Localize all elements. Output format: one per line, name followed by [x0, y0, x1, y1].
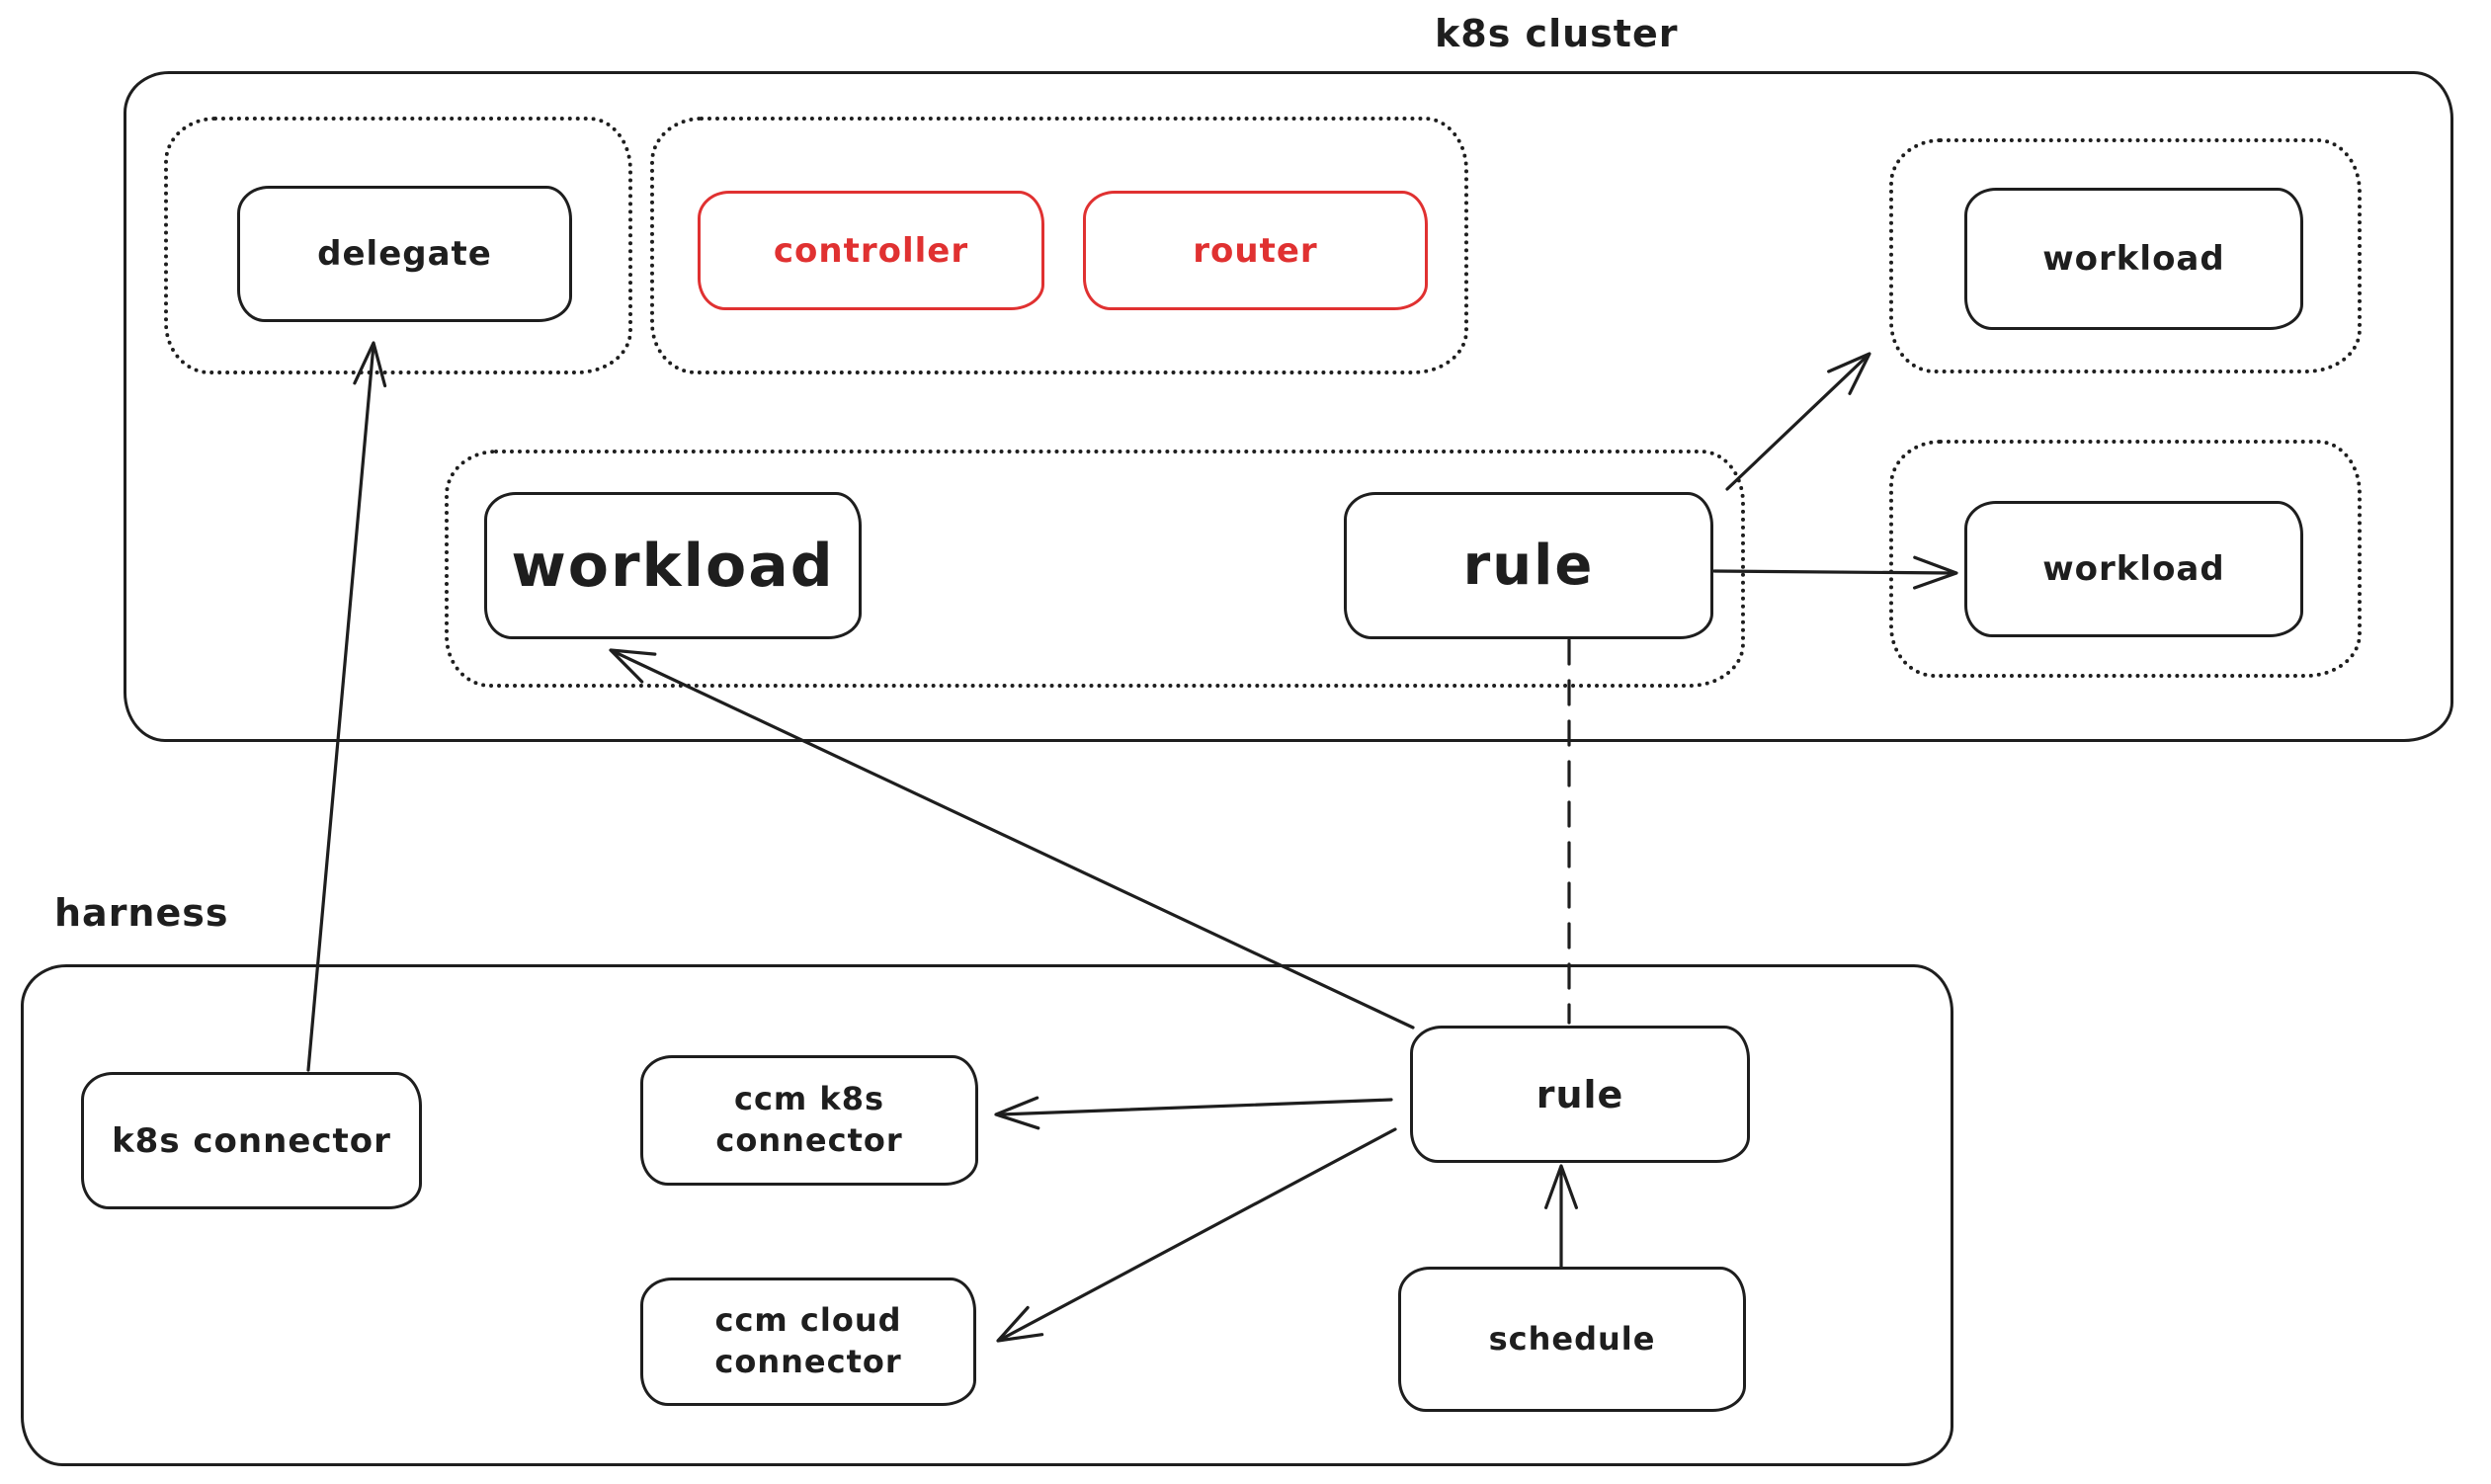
- workload-top-right-label: workload: [2042, 239, 2225, 279]
- controller-router-group[interactable]: [650, 117, 1468, 374]
- workload-top-right-node[interactable]: workload: [1964, 188, 2303, 330]
- rule-bottom-label: rule: [1536, 1072, 1624, 1116]
- rule-top-label: rule: [1462, 534, 1595, 598]
- delegate-group[interactable]: [164, 117, 632, 374]
- ccm-cloud-connector-node[interactable]: ccm cloud connector: [640, 1278, 976, 1406]
- schedule-node[interactable]: schedule: [1398, 1267, 1746, 1412]
- k8s-connector-node[interactable]: k8s connector: [81, 1072, 422, 1209]
- workload-main-label: workload: [511, 531, 835, 601]
- rule-bottom-node[interactable]: rule: [1410, 1026, 1750, 1163]
- router-node[interactable]: router: [1083, 191, 1428, 310]
- delegate-label: delegate: [317, 234, 492, 274]
- controller-label: controller: [773, 230, 969, 271]
- workload-mid-right-node[interactable]: workload: [1964, 501, 2303, 637]
- k8s-cluster-title: k8s cluster: [1435, 12, 1679, 55]
- delegate-node[interactable]: delegate: [237, 186, 572, 322]
- rule-top-node[interactable]: rule: [1344, 492, 1713, 639]
- schedule-label: schedule: [1488, 1319, 1656, 1358]
- ccm-cloud-connector-label: ccm cloud connector: [714, 1301, 902, 1380]
- controller-node[interactable]: controller: [698, 191, 1044, 310]
- workload-mid-right-group[interactable]: [1889, 440, 2362, 678]
- workload-main-node[interactable]: workload: [484, 492, 862, 639]
- k8s-connector-label: k8s connector: [112, 1120, 391, 1161]
- harness-title: harness: [54, 891, 229, 935]
- router-label: router: [1193, 230, 1318, 271]
- workload-mid-right-label: workload: [2042, 549, 2225, 589]
- workload-top-right-group[interactable]: [1889, 138, 2362, 373]
- ccm-k8s-connector-node[interactable]: ccm k8s connector: [640, 1055, 978, 1186]
- ccm-k8s-connector-label: ccm k8s connector: [715, 1080, 903, 1159]
